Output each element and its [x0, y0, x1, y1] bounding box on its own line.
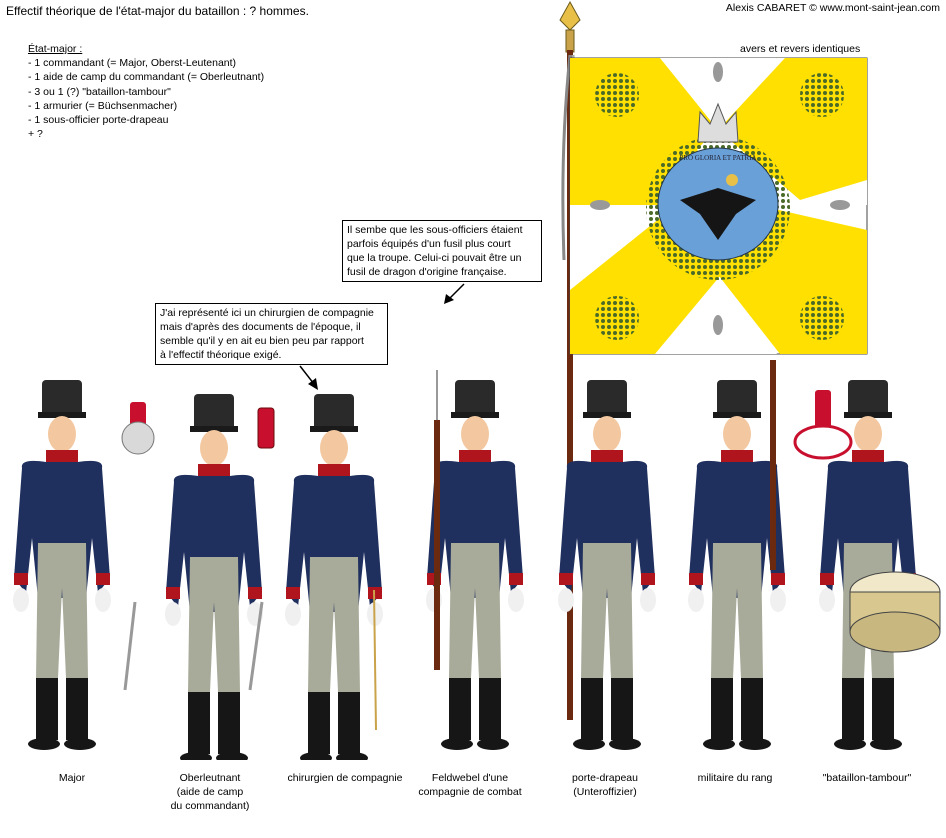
- staff-heading: État-major :: [28, 43, 83, 55]
- page-title: Effectif théorique de l'état-major du ba…: [6, 4, 309, 18]
- caption-line: (Unteroffizier): [573, 786, 637, 798]
- note-line: mais d'après des documents de l'époque, …: [160, 321, 361, 333]
- staff-item: - 1 commandant (= Major, Oberst-Leutenan…: [28, 57, 237, 70]
- caption-major: Major: [17, 771, 127, 785]
- note-line: J'ai représenté ici un chirurgien de com…: [160, 307, 374, 319]
- note-line: fusil de dragon d'origine française.: [347, 266, 507, 278]
- author-credit: Alexis CABARET © www.mont-saint-jean.com: [725, 2, 940, 14]
- caption-feldwebel: Feldwebel d'une compagnie de combat: [410, 771, 530, 799]
- staff-item: + ?: [28, 128, 43, 141]
- caption-porte-drapeau: porte-drapeau (Unteroffizier): [550, 771, 660, 799]
- staff-list: État-major : - 1 commandant (= Major, Ob…: [28, 42, 264, 141]
- caption-line: Feldwebel d'une: [431, 772, 509, 784]
- flag-motto: PRO GLORIA ET PATRIA: [679, 154, 756, 162]
- note-line: Il sembe que les sous-officiers étaient: [347, 224, 523, 236]
- surgeon-note: J'ai représenté ici un chirurgien de com…: [155, 303, 388, 365]
- staff-item: - 1 armurier (= Büchsenmacher): [28, 99, 178, 112]
- arrow-icon: [299, 365, 318, 390]
- caption-line: du commandant): [170, 800, 250, 812]
- note-line: à l'effectif théorique exigé.: [160, 349, 282, 361]
- caption-line: "bataillon-tambour": [822, 772, 912, 784]
- caption-line: (aide de camp: [176, 786, 244, 798]
- caption-oberleutnant: Oberleutnant (aide de camp du commandant…: [155, 771, 265, 813]
- note-line: semble qu'il y en ait eu bien peu par ra…: [160, 335, 364, 347]
- caption-line: militaire du rang: [697, 772, 773, 784]
- note-line: parfois équipés d'un fusil plus court: [347, 238, 511, 250]
- caption-line: compagnie de combat: [418, 786, 522, 798]
- caption-line: chirurgien de compagnie: [287, 772, 403, 784]
- staff-item: - 1 aide de camp du commandant (= Oberle…: [28, 71, 265, 84]
- caption-chirurgien: chirurgien de compagnie: [270, 771, 420, 785]
- battalion-flag-illustration: PRO GLORIA ET PATRIA: [559, 0, 868, 720]
- caption-tambour: "bataillon-tambour": [812, 771, 922, 785]
- note-line: que la troupe. Celui-ci pouvait être un: [347, 252, 522, 264]
- caption-militaire: militaire du rang: [680, 771, 790, 785]
- caption-line: porte-drapeau: [572, 772, 638, 784]
- arrow-icon: [444, 283, 465, 304]
- staff-item: - 3 ou 1 (?) "bataillon-tambour": [28, 85, 171, 98]
- soldiers-illustration: [13, 360, 941, 760]
- flag-note: avers et revers identiques: [740, 43, 861, 55]
- caption-line: Major: [58, 772, 86, 784]
- staff-item: - 1 sous-officier porte-drapeau: [28, 114, 169, 127]
- caption-line: Oberleutnant: [179, 772, 241, 784]
- nco-musket-note: Il sembe que les sous-officiers étaient …: [342, 220, 542, 282]
